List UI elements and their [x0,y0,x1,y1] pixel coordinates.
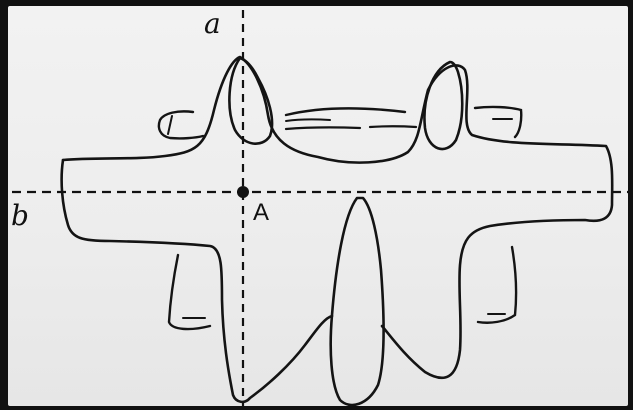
right-lower-leg [478,247,516,323]
body-outline-left-lower [62,160,332,402]
right-upper-cusp [424,62,462,149]
left-side-tab [159,111,203,138]
left-side-tab-mark [168,116,172,134]
upper-ridge-left-arc [286,119,330,121]
central-lower-tooth [331,198,384,405]
upper-ridge-top [286,108,405,115]
point-label-a: A [253,201,269,225]
body-outline [63,57,612,378]
right-side-tab [475,107,521,137]
upper-ridge-right [370,126,416,127]
axis-label-a: a [204,10,221,38]
upper-ridge-mid [286,127,360,129]
axis-label-b: b [11,202,29,230]
point-A-marker [237,186,249,198]
